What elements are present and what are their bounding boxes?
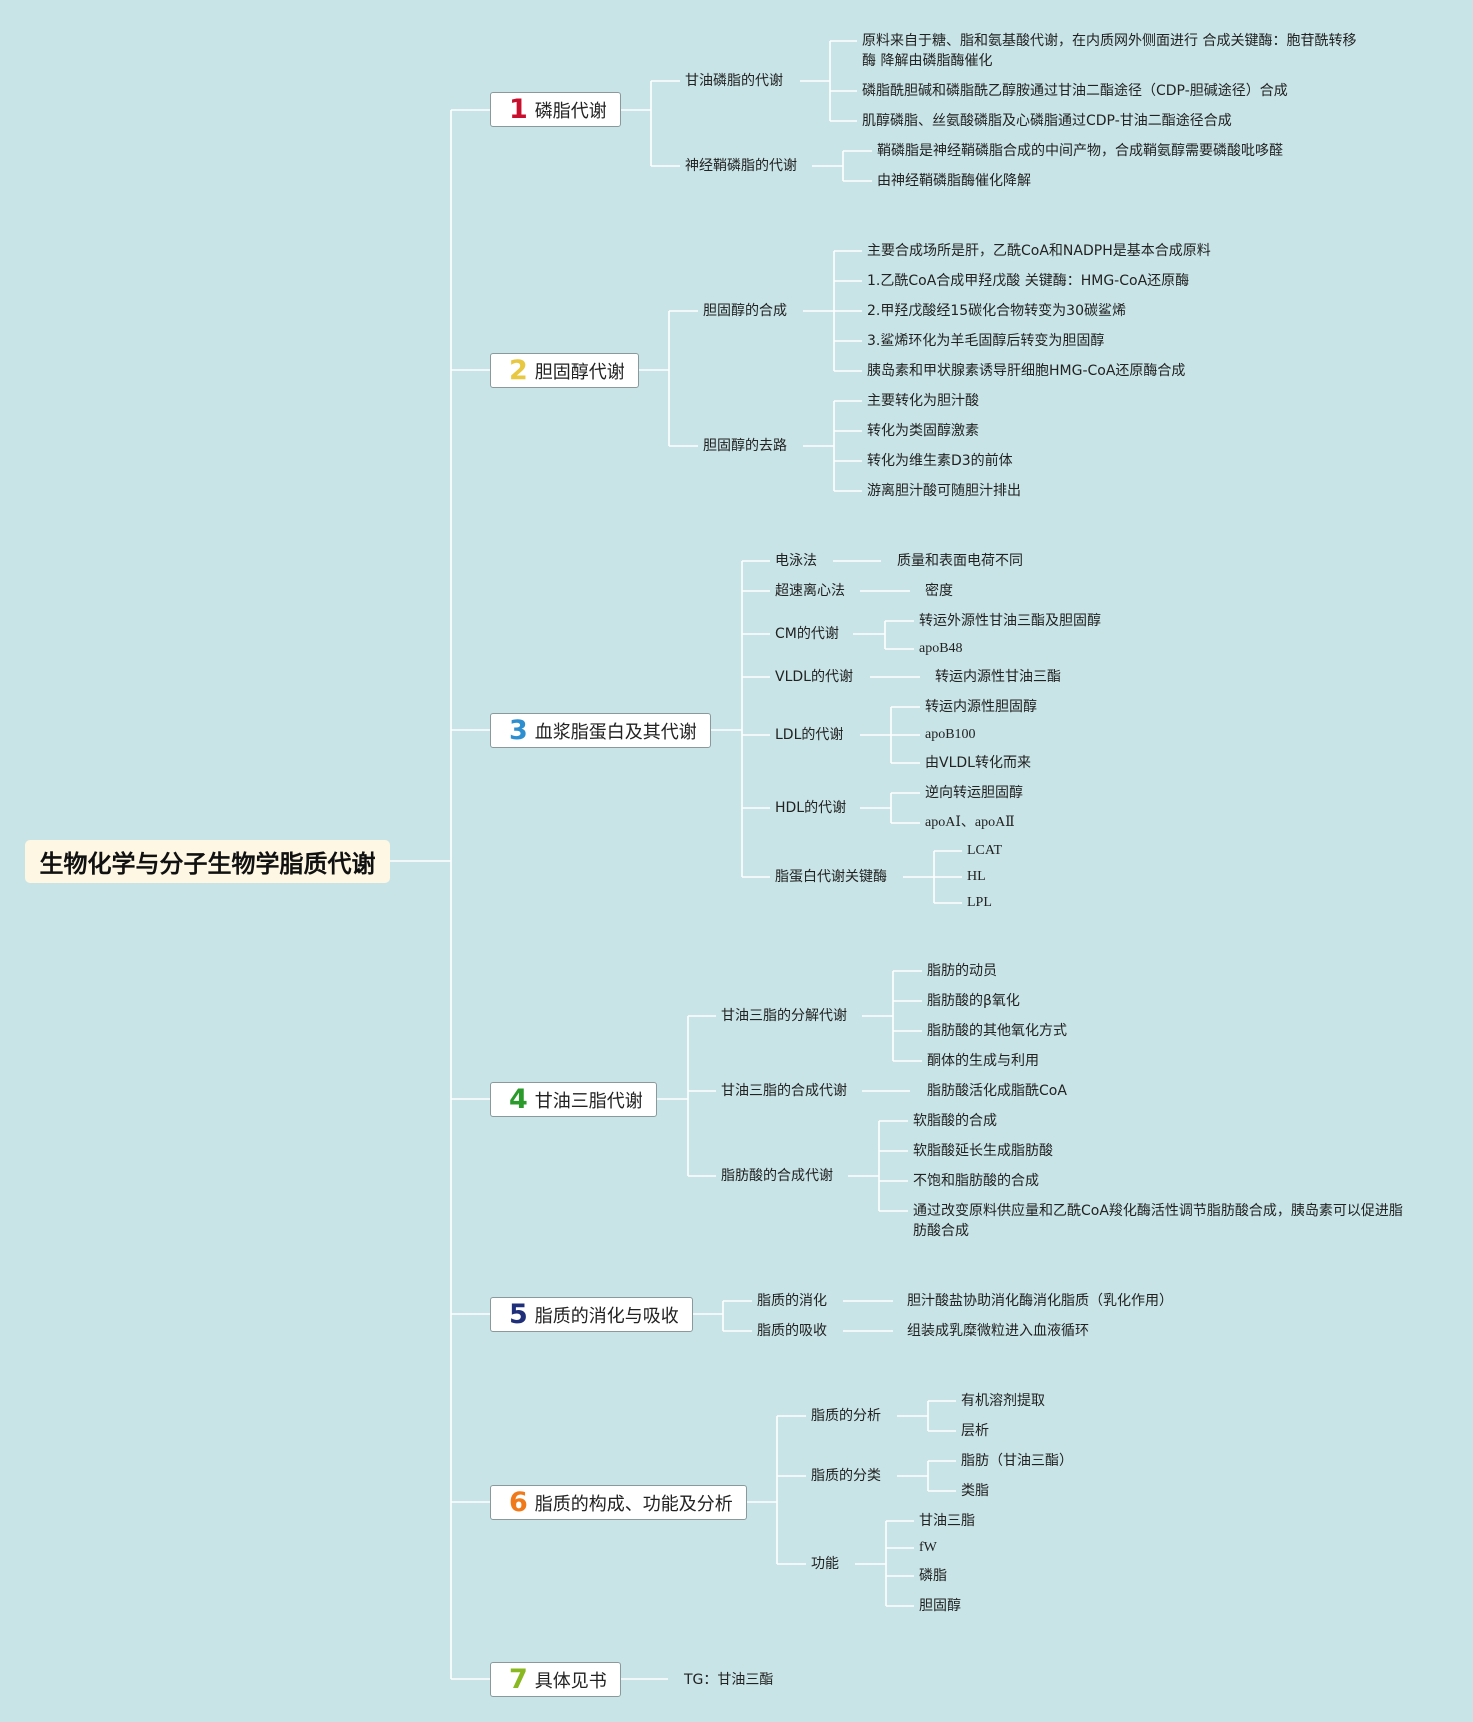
topic-vldl[interactable]: VLDL的代谢 <box>775 669 853 685</box>
leaf[interactable]: 通过改变原料供应量和乙酰CoA羧化酶活性调节脂肪酸合成，胰岛素可以促进脂肪酸合成 <box>913 1203 1403 1239</box>
topic-key-enzymes[interactable]: 脂蛋白代谢关键酶 <box>775 869 887 885</box>
leaf[interactable]: LCAT <box>967 843 1002 858</box>
topic-cholesterol-synthesis[interactable]: 胆固醇的合成 <box>703 303 787 319</box>
topic-tg-synthesis[interactable]: 甘油三脂的合成代谢 <box>721 1083 847 1099</box>
leaf[interactable]: 脂肪酸的β氧化 <box>927 993 1020 1009</box>
branch-1-phospholipid[interactable]: 1 磷脂代谢 <box>490 92 621 127</box>
topic-tg-catabolism[interactable]: 甘油三脂的分解代谢 <box>721 1008 847 1024</box>
topic-fa-synthesis[interactable]: 脂肪酸的合成代谢 <box>721 1168 833 1184</box>
leaf[interactable]: 脂肪的动员 <box>927 963 997 979</box>
branch-5-digestion[interactable]: 5 脂质的消化与吸收 <box>490 1297 693 1332</box>
leaf[interactable]: apoAⅠ、apoAⅡ <box>925 815 1015 830</box>
topic-function[interactable]: 功能 <box>811 1556 839 1572</box>
number-6-icon: 6 <box>509 1487 528 1518</box>
leaf[interactable]: 胆汁酸盐协助消化酶消化脂质（乳化作用） <box>907 1293 1173 1309</box>
leaf[interactable]: LPL <box>967 895 992 910</box>
leaf[interactable]: 肌醇磷脂、丝氨酸磷脂及心磷脂通过CDP-甘油二酯途径合成 <box>862 113 1232 129</box>
leaf[interactable]: apoB100 <box>925 727 976 742</box>
leaf[interactable]: 转运内源性胆固醇 <box>925 699 1037 715</box>
leaf[interactable]: 转化为维生素D3的前体 <box>867 453 1013 469</box>
leaf[interactable]: 软脂酸的合成 <box>913 1113 997 1129</box>
leaf[interactable]: 有机溶剂提取 <box>961 1393 1045 1409</box>
number-3-icon: 3 <box>509 715 528 746</box>
branch-6-composition[interactable]: 6 脂质的构成、功能及分析 <box>490 1485 747 1520</box>
leaf[interactable]: 磷脂酰胆碱和磷脂酰乙醇胺通过甘油二酯途径（CDP-胆碱途径）合成 <box>862 83 1288 99</box>
topic-cm[interactable]: CM的代谢 <box>775 626 839 642</box>
leaf[interactable]: 游离胆汁酸可随胆汁排出 <box>867 483 1021 499</box>
leaf[interactable]: 转运外源性甘油三酯及胆固醇 <box>919 613 1101 629</box>
topic-sphingomyelin[interactable]: 神经鞘磷脂的代谢 <box>685 158 797 174</box>
topic-ultracentrifugation[interactable]: 超速离心法 <box>775 583 845 599</box>
topic-glycerophospholipid[interactable]: 甘油磷脂的代谢 <box>685 73 783 89</box>
leaf[interactable]: 3.鲨烯环化为羊毛固醇后转变为胆固醇 <box>867 333 1105 349</box>
leaf[interactable]: 层析 <box>961 1423 989 1439</box>
branch-3-lipoprotein[interactable]: 3 血浆脂蛋白及其代谢 <box>490 713 711 748</box>
leaf[interactable]: 2.甲羟戊酸经15碳化合物转变为30碳鲨烯 <box>867 303 1126 319</box>
leaf[interactable]: 脂肪（甘油三酯） <box>961 1453 1073 1469</box>
branch-2-cholesterol[interactable]: 2 胆固醇代谢 <box>490 353 639 388</box>
leaf[interactable]: 不饱和脂肪酸的合成 <box>913 1173 1039 1189</box>
branch-4-triglyceride[interactable]: 4 甘油三脂代谢 <box>490 1082 657 1117</box>
topic-hdl[interactable]: HDL的代谢 <box>775 800 847 816</box>
leaf[interactable]: 脂肪酸的其他氧化方式 <box>927 1023 1067 1039</box>
number-1-icon: 1 <box>509 94 528 125</box>
leaf[interactable]: 胆固醇 <box>919 1598 961 1614</box>
topic-cholesterol-fate[interactable]: 胆固醇的去路 <box>703 438 787 454</box>
leaf[interactable]: 鞘磷脂是神经鞘磷脂合成的中间产物，合成鞘氨醇需要磷酸吡哆醛 <box>877 143 1283 159</box>
leaf[interactable]: 胰岛素和甲状腺素诱导肝细胞HMG-CoA还原酶合成 <box>867 363 1186 379</box>
topic-digestion[interactable]: 脂质的消化 <box>757 1293 827 1309</box>
branch-label: 脂质的构成、功能及分析 <box>534 1493 733 1515</box>
leaf[interactable]: 磷脂 <box>919 1568 947 1584</box>
branch-label: 胆固醇代谢 <box>534 361 625 383</box>
branch-label: 甘油三脂代谢 <box>534 1090 643 1112</box>
topic-tg-note[interactable]: TG：甘油三酯 <box>684 1672 774 1688</box>
leaf[interactable]: 转化为类固醇激素 <box>867 423 979 439</box>
leaf[interactable]: 组装成乳糜微粒进入血液循环 <box>907 1323 1089 1339</box>
leaf[interactable]: 主要合成场所是肝，乙酰CoA和NADPH是基本合成原料 <box>867 243 1211 259</box>
leaf[interactable]: fW <box>919 1540 937 1555</box>
leaf[interactable]: 原料来自于糖、脂和氨基酸代谢，在内质网外侧面进行 合成关键酶：胞苷酰转移酶 降解… <box>862 33 1357 69</box>
root-topic[interactable]: 生物化学与分子生物学脂质代谢 <box>25 840 390 883</box>
leaf[interactable]: apoB48 <box>919 641 963 656</box>
leaf[interactable]: HL <box>967 869 986 884</box>
number-5-icon: 5 <box>509 1299 528 1330</box>
leaf[interactable]: 密度 <box>925 583 953 599</box>
leaf[interactable]: 主要转化为胆汁酸 <box>867 393 979 409</box>
number-4-icon: 4 <box>509 1084 528 1115</box>
topic-analysis[interactable]: 脂质的分析 <box>811 1408 881 1424</box>
topic-electrophoresis[interactable]: 电泳法 <box>775 553 817 569</box>
leaf[interactable]: 类脂 <box>961 1483 989 1499</box>
branch-label: 具体见书 <box>534 1670 607 1692</box>
number-2-icon: 2 <box>509 355 528 386</box>
branch-label: 脂质的消化与吸收 <box>534 1305 679 1327</box>
leaf[interactable]: 1.乙酰CoA合成甲羟戊酸 关键酶：HMG-CoA还原酶 <box>867 273 1190 289</box>
branch-label: 磷脂代谢 <box>534 100 607 122</box>
number-7-icon: 7 <box>509 1664 528 1695</box>
leaf[interactable]: 甘油三脂 <box>919 1513 975 1529</box>
topic-absorption[interactable]: 脂质的吸收 <box>757 1323 827 1339</box>
leaf[interactable]: 由VLDL转化而来 <box>925 755 1031 771</box>
leaf[interactable]: 转运内源性甘油三酯 <box>935 669 1061 685</box>
leaf[interactable]: 软脂酸延长生成脂肪酸 <box>913 1143 1053 1159</box>
leaf[interactable]: 质量和表面电荷不同 <box>897 553 1023 569</box>
branch-label: 血浆脂蛋白及其代谢 <box>534 721 697 743</box>
leaf[interactable]: 脂肪酸活化成脂酰CoA <box>927 1083 1067 1099</box>
topic-classification[interactable]: 脂质的分类 <box>811 1468 881 1484</box>
leaf[interactable]: 逆向转运胆固醇 <box>925 785 1023 801</box>
leaf[interactable]: 由神经鞘磷脂酶催化降解 <box>877 173 1031 189</box>
leaf[interactable]: 酮体的生成与利用 <box>927 1053 1039 1069</box>
branch-7-see-book[interactable]: 7 具体见书 <box>490 1662 621 1697</box>
topic-ldl[interactable]: LDL的代谢 <box>775 727 844 743</box>
